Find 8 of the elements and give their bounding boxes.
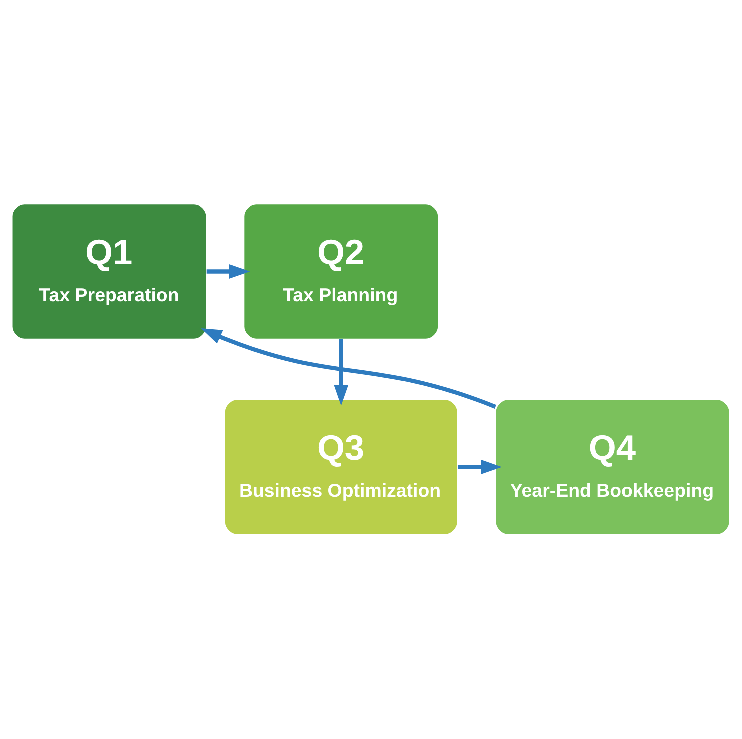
node-box: Q2 Tax Planning <box>244 204 440 340</box>
arrow <box>334 339 349 406</box>
arrow <box>458 460 502 475</box>
node-box: Q4 Year-End Bookkeeping <box>495 399 730 536</box>
node-box: Q3 Business Optimization <box>224 399 458 536</box>
arrow <box>206 264 250 280</box>
arrow <box>201 328 496 409</box>
node-box: Q1 Tax Preparation <box>12 204 208 340</box>
